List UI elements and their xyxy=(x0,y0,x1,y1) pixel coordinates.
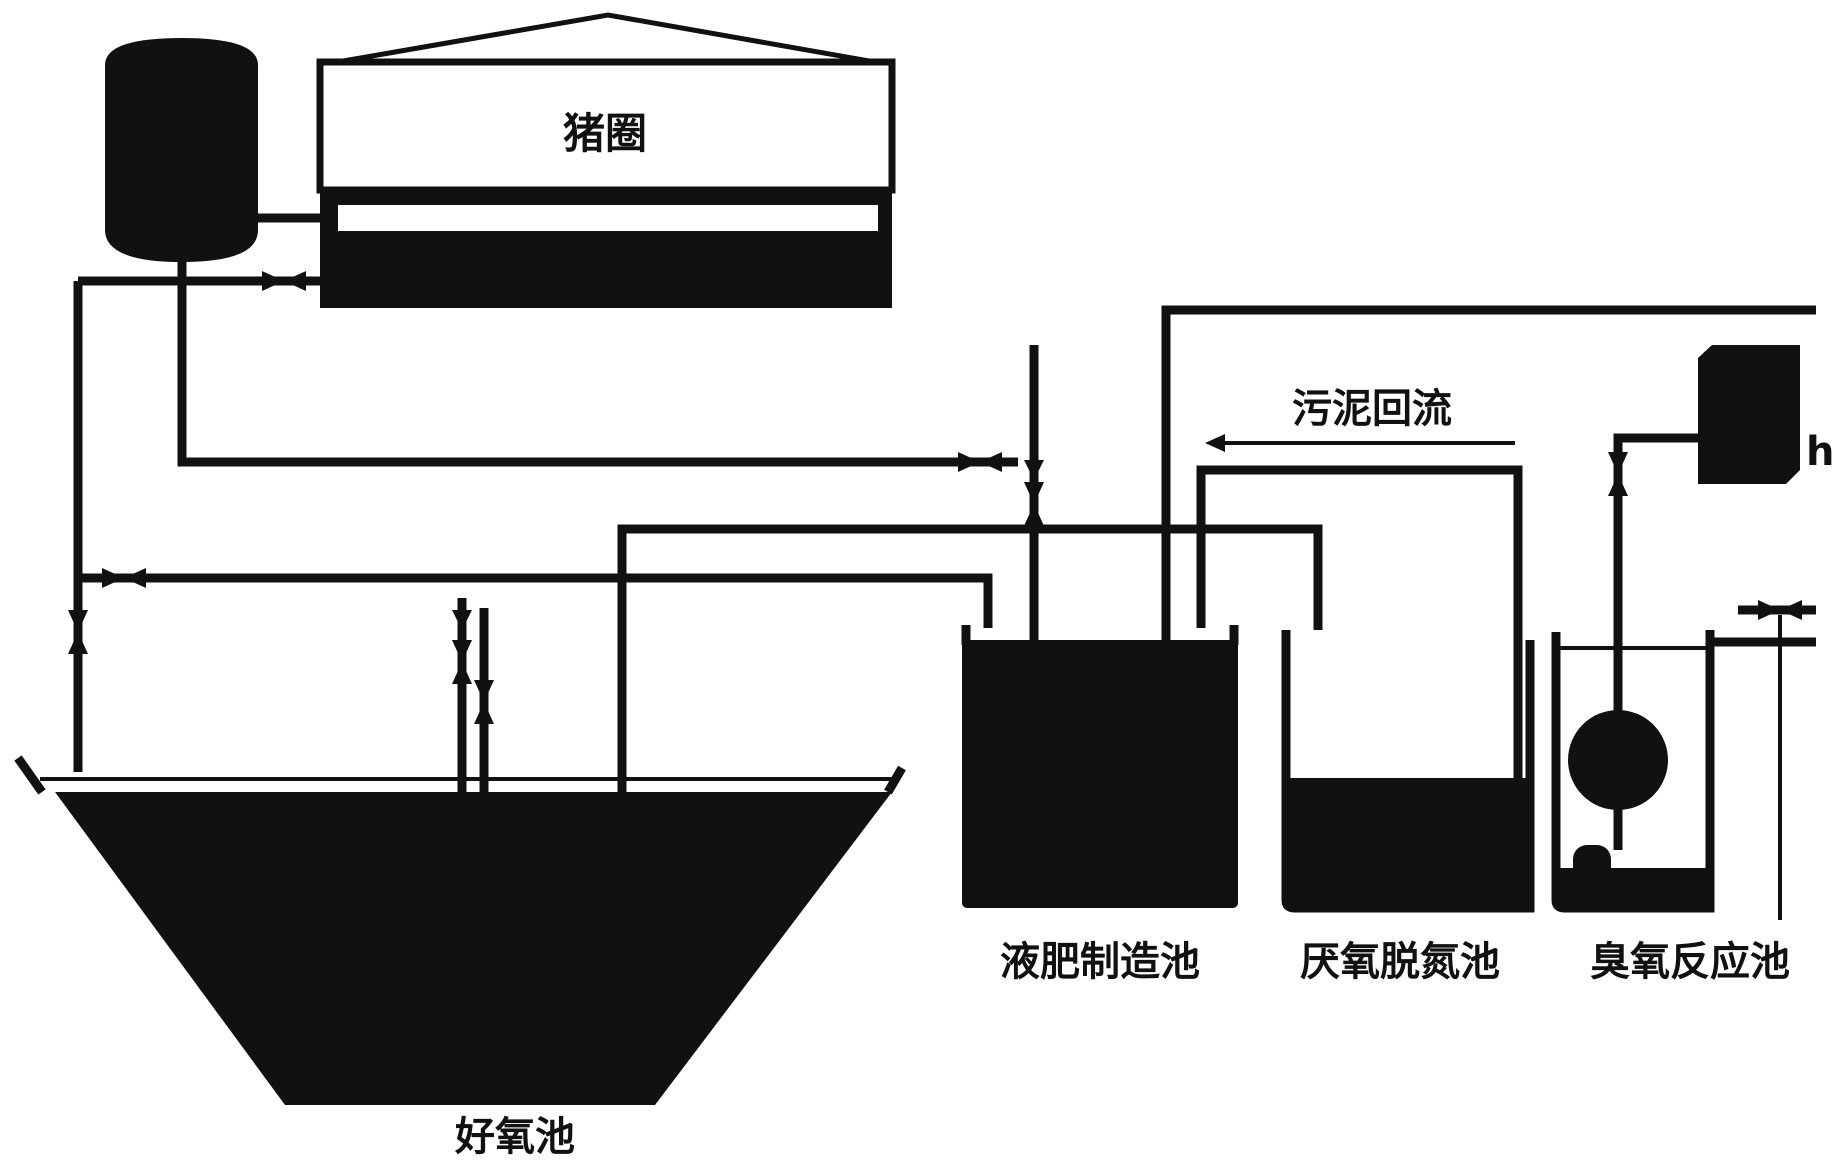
top-return-pipe xyxy=(1161,305,1816,645)
anaerobic-denitrification-pond: 厌氧脱氮池 xyxy=(1281,630,1535,985)
valve-aerobic-inlet-b[interactable] xyxy=(474,680,494,724)
pigpen-label: 猪圈 xyxy=(563,109,647,158)
valve-pigpen-feed[interactable] xyxy=(262,271,306,291)
aerobic-pond-rim-left xyxy=(14,755,46,795)
flow-arrow-aerobic-inlet xyxy=(452,610,472,630)
valve-liquid-pond-inlet[interactable] xyxy=(1024,482,1044,526)
tower-outlet-pipe xyxy=(177,260,1018,467)
ozone-diffuser xyxy=(1568,710,1668,810)
flow-arrow-liquid-inlet xyxy=(1024,460,1044,480)
valve-ozone-feed[interactable] xyxy=(1608,452,1628,496)
valve-left-riser[interactable] xyxy=(68,610,88,654)
ozone-diffuser-base xyxy=(1573,845,1611,903)
sludge-return-arrowhead xyxy=(1205,434,1225,452)
ozone-generator-mark: h xyxy=(1806,429,1834,475)
ozone-pond-label: 臭氧反应池 xyxy=(1590,939,1790,985)
anaerobic-pond-label: 厌氧脱氮池 xyxy=(1300,939,1500,985)
main-transfer-pipe xyxy=(617,524,1323,798)
pigpen-roof xyxy=(319,12,893,68)
valve-ozone-outlet[interactable] xyxy=(1758,600,1802,620)
ozone-feed-pipe xyxy=(1613,433,1698,720)
valve-aerobic-return[interactable] xyxy=(102,568,146,588)
liquid-fertilizer-pond: 液肥制造池 xyxy=(961,625,1239,985)
sludge-return-label: 污泥回流 xyxy=(1292,386,1452,432)
sludge-return-annotation: 污泥回流 xyxy=(1205,386,1515,452)
aerobic-pond: 好氧池 xyxy=(14,755,906,1160)
liquid-fertilizer-pond-label: 液肥制造池 xyxy=(1000,939,1200,985)
ozone-generator: h xyxy=(1698,345,1834,484)
aerobic-return-pipe xyxy=(78,573,993,628)
valve-aerobic-inlet-a[interactable] xyxy=(452,640,472,684)
valve-tower-outlet[interactable] xyxy=(958,452,1002,472)
sludge-return-pipe xyxy=(1196,465,1523,790)
pigpen-building: 猪圈 xyxy=(316,12,896,308)
water-tower xyxy=(105,38,258,262)
aerobic-pond-label: 好氧池 xyxy=(454,1114,575,1160)
pigpen-trough xyxy=(338,205,878,231)
ozone-reaction-pond: 臭氧反应池 xyxy=(1551,630,1790,985)
pigpen-body xyxy=(316,58,896,194)
